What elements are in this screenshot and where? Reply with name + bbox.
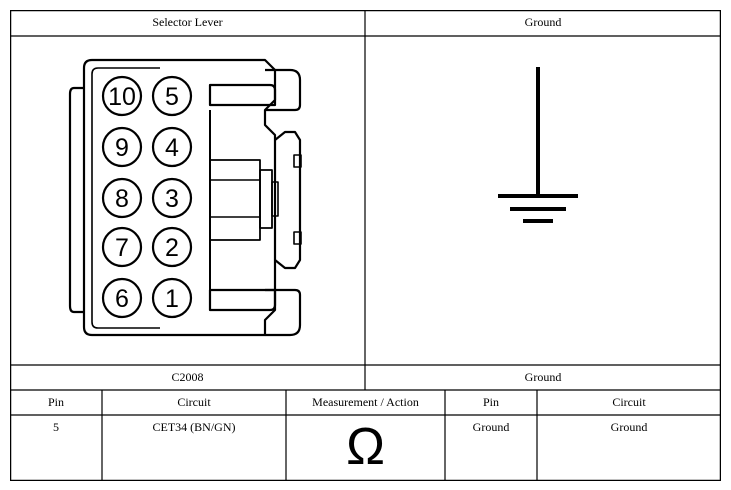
latch-notch-top: [293, 154, 302, 168]
pin-label: 7: [115, 234, 129, 262]
bottom-ear: [265, 288, 302, 337]
pin-label: 1: [165, 285, 179, 313]
pin-label: 10: [108, 83, 136, 111]
col-header-circuit: Circuit: [177, 395, 211, 409]
pin-cavity: [151, 277, 193, 319]
col-header-pin: Pin: [47, 395, 64, 409]
latch-tab: [271, 181, 279, 217]
pin-cavities: [101, 75, 193, 319]
ground-title: Ground: [524, 15, 562, 29]
pin-cavity: [101, 277, 143, 319]
pin-label: 4: [165, 134, 179, 162]
pin-label: 9: [115, 134, 129, 162]
left-latch: [68, 86, 84, 314]
housing-outline: [82, 58, 277, 337]
top-slot: [208, 83, 277, 107]
top-ear: [265, 68, 302, 112]
cell-circuit: CET34 (BN/GN): [152, 420, 236, 434]
cell-pin-2: Ground: [472, 420, 510, 434]
pin-cavity: [151, 126, 193, 168]
col-header-measurement: Measurement / Action: [312, 395, 419, 409]
test-sheet: 10 5 9 4 8 3 7 2 6 1 Selector Lever Grou…: [10, 10, 721, 481]
ground-symbol-icon: [498, 67, 578, 223]
pin-cavity: [151, 226, 193, 268]
right-latch-frame: [274, 130, 302, 270]
col-header-circuit-2: Circuit: [612, 395, 646, 409]
pin-cavity: [101, 126, 143, 168]
ground-caption: Ground: [524, 370, 562, 384]
cell-circuit-2: Ground: [610, 420, 648, 434]
bottom-slot: [208, 288, 277, 312]
pin-label: 6: [115, 285, 129, 313]
latch-button: [259, 169, 273, 229]
pin-cavity: [151, 75, 193, 117]
connector-face-drawing: [68, 58, 302, 337]
latch-body: [210, 159, 261, 241]
col-header-pin-2: Pin: [482, 395, 499, 409]
connector-id-caption: C2008: [171, 370, 204, 384]
cavity-outline: [91, 67, 160, 329]
cell-pin: 5: [53, 420, 59, 434]
connector-title: Selector Lever: [152, 15, 223, 29]
pin-cavity: [101, 226, 143, 268]
pin-cavity: [101, 75, 143, 117]
latch-notch-bottom: [293, 231, 302, 245]
sheet-grid: 10 5 9 4 8 3 7 2 6 1: [10, 10, 721, 481]
ohm-symbol-icon: Ω: [346, 418, 385, 476]
pin-label: 2: [165, 234, 179, 262]
pin-label: 8: [115, 185, 129, 213]
pin-label: 3: [165, 185, 179, 213]
pin-cavity: [151, 177, 193, 219]
pin-cavity: [101, 177, 143, 219]
pin-label: 5: [165, 83, 179, 111]
